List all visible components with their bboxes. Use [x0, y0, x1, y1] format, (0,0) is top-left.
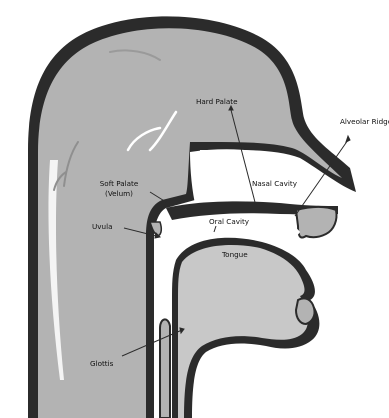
- label-alveolar-ridge: Alveolar Ridge: [340, 117, 389, 126]
- label-glottis: Glottis: [90, 359, 114, 368]
- label-uvula: Uvula: [92, 222, 112, 231]
- glottis-shape: [160, 319, 170, 418]
- label-nasal-cavity: Nasal Cavity: [252, 179, 298, 188]
- tongue-fill: [178, 245, 308, 418]
- label-velum: (Velum): [105, 189, 133, 198]
- lower-teeth: [296, 298, 315, 324]
- label-soft-palate: Soft Palate: [100, 179, 139, 188]
- label-oral-cavity: Oral Cavity: [209, 217, 250, 226]
- arrowhead-alveolar-ridge: [346, 136, 350, 142]
- label-tongue: Tongue: [221, 250, 248, 259]
- label-hard-palate: Hard Palate: [196, 97, 238, 106]
- upper-teeth: [296, 207, 337, 238]
